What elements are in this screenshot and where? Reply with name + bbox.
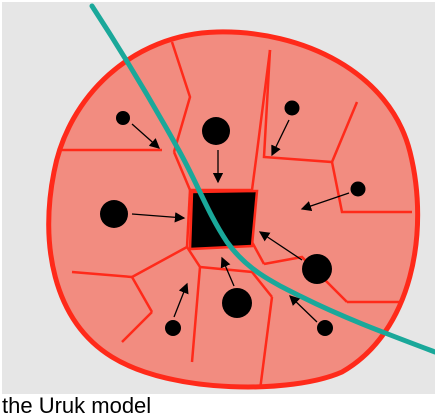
node-se [302,254,332,284]
teal-river [89,3,435,355]
arrow-sw [173,282,189,318]
uruk-diagram [2,2,435,394]
satellite-nodes [100,100,366,336]
node-sse [317,320,333,336]
node-w [100,200,128,228]
arrow-nw [131,123,160,149]
arrow-w [131,212,186,223]
node-n [202,117,230,145]
flow-arrows [131,119,350,323]
figure-caption: the Uruk model [2,393,152,418]
arrow-s [220,256,235,287]
node-e [350,181,366,197]
node-ne [284,100,300,116]
node-s [222,288,252,318]
arrow-e [300,192,350,211]
node-nw [116,111,130,125]
arrow-sse [289,295,318,323]
arrow-ne [271,119,290,157]
diagram-canvas [2,2,435,394]
arrow-se [258,231,303,261]
node-sw [165,320,181,336]
sector-boundaries [62,41,412,387]
